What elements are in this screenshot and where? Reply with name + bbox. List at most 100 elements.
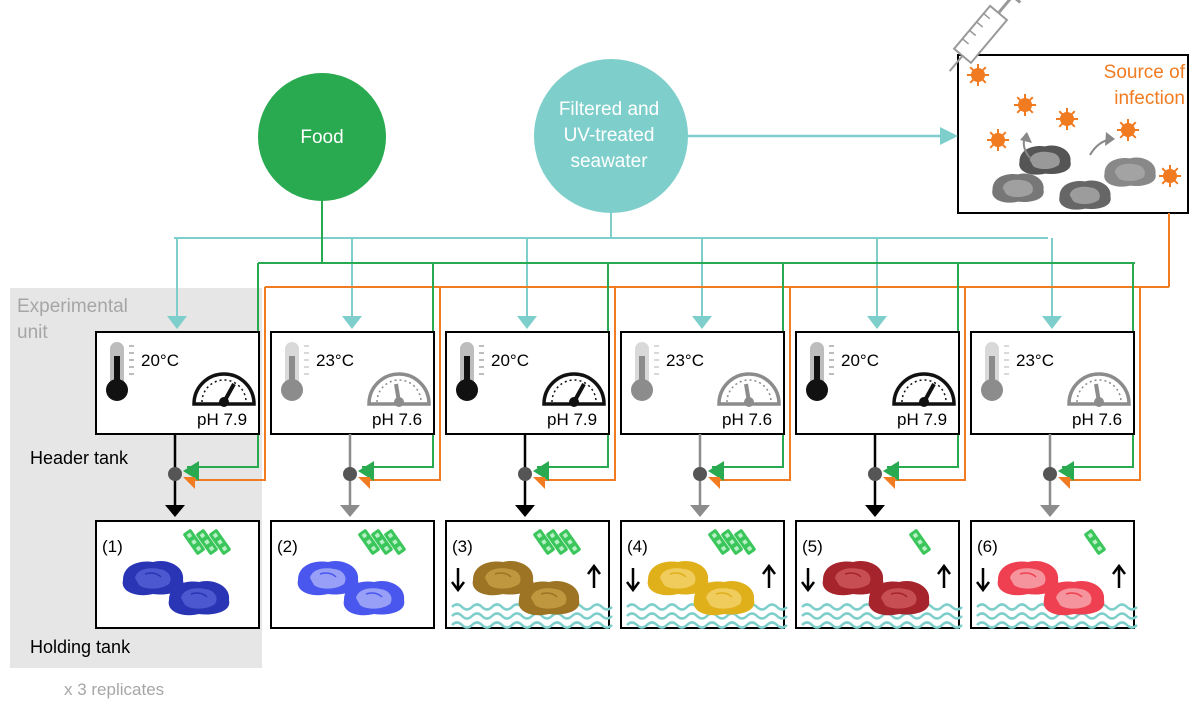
food-stick-spot — [549, 532, 556, 539]
thermometer-icon-4 — [631, 342, 659, 401]
pathogen-icon-2 — [987, 129, 1009, 151]
infected-oyster-3 — [1059, 180, 1111, 210]
infection-label-line1: Source of — [1103, 62, 1185, 83]
water-down-arrow-3 — [451, 568, 465, 593]
unit-3-temperature: 20°C — [491, 351, 529, 370]
unit-4-number: (4) — [627, 537, 648, 556]
food-supplement-icon-3-1 — [533, 529, 555, 555]
food-stick-spot — [742, 539, 748, 545]
gauge-dial — [892, 372, 956, 406]
syringe-handle — [1004, 0, 1022, 4]
oyster-inner — [660, 568, 696, 589]
mixing-junction-4 — [693, 467, 707, 481]
oyster-4-b — [693, 580, 755, 616]
oyster-inner — [310, 568, 346, 589]
food-stick-spot — [545, 545, 552, 552]
pathogen-body — [971, 68, 985, 82]
oyster-5-a — [822, 560, 884, 596]
pathogen-icon-3 — [1056, 108, 1078, 130]
gauge-pivot — [919, 397, 929, 407]
unit-5-temperature: 20°C — [841, 351, 879, 370]
food-stick-spot — [562, 532, 569, 539]
unit-3-number: (3) — [452, 537, 473, 556]
oyster-ridge — [144, 572, 162, 578]
thermometer-mercury — [464, 356, 470, 392]
food-stick-spot — [746, 545, 753, 552]
syringe-icon — [948, 0, 1022, 72]
infection-feed-line-4 — [712, 287, 791, 481]
food-feed-arrowhead-1 — [183, 461, 199, 481]
water-down-arrow-6 — [976, 568, 990, 593]
pathogen-icon-4 — [1117, 119, 1139, 141]
gauge-dial — [367, 372, 431, 406]
oyster-6-a — [997, 560, 1059, 596]
oyster-inner — [1114, 163, 1145, 182]
wave-line — [801, 621, 963, 629]
food-stick-spot — [387, 532, 394, 539]
oyster-inner — [135, 568, 171, 589]
syringe-needle — [948, 55, 964, 72]
unit-1-number: (1) — [102, 537, 123, 556]
oyster-ridge — [190, 592, 208, 598]
oyster-ridge — [540, 592, 558, 598]
wave-line — [801, 612, 963, 620]
oyster-inner — [835, 568, 871, 589]
mixing-junction-2 — [343, 467, 357, 481]
ph-gauge-icon-5 — [892, 372, 956, 407]
thermometer-mercury — [989, 356, 995, 392]
pathogen-body — [1121, 123, 1135, 137]
release-arrowhead-right — [1105, 132, 1115, 146]
gauge-dial — [192, 372, 256, 406]
food-stick-spot — [1092, 539, 1098, 545]
header-to-holding-arrowhead-4 — [690, 505, 710, 517]
food-supplement-icon-2-1 — [358, 529, 380, 555]
oyster-inner — [1010, 568, 1046, 589]
unit-1-ph: pH 7.9 — [197, 410, 248, 429]
pathogen-icon-5 — [1159, 165, 1181, 187]
syringe-tick — [969, 29, 977, 37]
food-stick-spot — [711, 532, 718, 539]
unit-6-number: (6) — [977, 537, 998, 556]
oyster-ridge — [715, 592, 733, 598]
pathogen-body — [1018, 98, 1032, 112]
thermometer-icon-5 — [806, 342, 834, 401]
unit-3-ph: pH 7.9 — [547, 410, 598, 429]
food-supplement-icon-4-3 — [734, 529, 756, 555]
syringe-tick — [961, 38, 970, 45]
pathogen-body — [991, 133, 1005, 147]
oyster-ridge — [494, 572, 512, 578]
ph-gauge-icon-1 — [192, 372, 256, 407]
infection-feed-line-3 — [537, 287, 616, 481]
food-feed-arrowhead-6 — [1058, 461, 1074, 481]
wave-line — [451, 612, 613, 620]
oyster-3-b — [518, 580, 580, 616]
thermometer-icon-1 — [106, 342, 134, 401]
oyster-1-a — [122, 560, 184, 596]
water-down-arrow-5 — [801, 568, 815, 593]
seawater-drop-arrowhead-4 — [692, 316, 712, 329]
arrow-head — [801, 581, 815, 593]
food-stick-spot — [217, 539, 223, 545]
oyster-inner — [531, 588, 567, 609]
oyster-4-a — [647, 560, 709, 596]
food-stick-spot — [724, 532, 731, 539]
header-to-holding-arrowhead-2 — [340, 505, 360, 517]
food-supplement-icon-3-2 — [546, 529, 568, 555]
oyster-ridge — [890, 592, 908, 598]
gauge-pivot — [394, 397, 404, 407]
seawater-label-line3: seawater — [570, 151, 648, 172]
ph-gauge-icon-3 — [542, 372, 606, 407]
food-stick-spot — [716, 539, 722, 545]
food-supplement-icon-2-2 — [371, 529, 393, 555]
oyster-ridge — [844, 572, 862, 578]
food-stick-spot — [1087, 532, 1094, 539]
arrow-head — [451, 581, 465, 593]
food-stick-spot — [208, 545, 215, 552]
infection-feed-arrowhead-4 — [708, 477, 720, 489]
experimental-unit-label-line2: unit — [17, 322, 48, 343]
infected-oyster-2 — [992, 173, 1044, 203]
seawater-drop-arrowhead-3 — [517, 316, 537, 329]
food-stick-spot — [536, 532, 543, 539]
food-stick-spot — [729, 539, 735, 545]
